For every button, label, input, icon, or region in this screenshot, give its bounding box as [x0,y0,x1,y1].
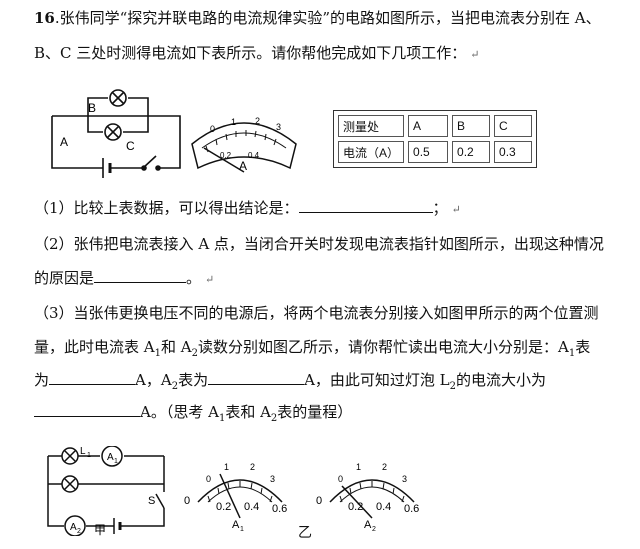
question-number: 16 [34,9,55,27]
a1-tick-0-6: 0.6 [272,503,287,515]
table-cell: A [408,115,449,137]
table-cell: C [494,115,533,137]
answer-blank-4[interactable] [208,370,305,385]
question-3-line1: （3）当张伟更换电压不同的电源后，将两个电流表分别接入如图甲所示的两个位置测 [34,304,599,322]
a2-tick-0-2: 0.2 [348,501,363,513]
a1-top-tick-1: 1 [224,462,229,472]
a1-tick-0-2: 0.2 [216,501,231,513]
label-a1: A [107,452,114,463]
circuit-diagram-top: A B C [51,89,181,178]
answer-blank-2[interactable] [94,268,187,283]
meter-tick-2: 2 [255,116,260,126]
question-2-line2: 的原因是。↵ [34,268,215,287]
label-l1: L [80,446,86,457]
a2-top-tick-1: 1 [356,462,361,472]
label-a2: A [70,522,77,533]
a1-tick-0-4: 0.4 [244,501,259,513]
a2-tick-0: 0 [316,495,322,507]
a1-label: A [232,519,240,531]
ammeter-a1: 0 1 2 3 0 0.2 0.4 0.6 A 1 [184,462,287,532]
label-a1-sub: 1 [114,458,118,465]
figure-caption-yi: 乙 [298,524,312,540]
a2-tick-0-6: 0.6 [404,503,419,515]
meter-unit: A [239,159,247,173]
a1-top-tick-0: 0 [206,474,211,484]
answer-blank-5[interactable] [34,402,140,417]
ammeter-dial-top: 0 1 2 3 0.2 0.4 A [191,116,297,173]
label-jia: 甲 [94,523,106,536]
table-cell: 0.2 [452,141,491,163]
measurement-table: 测量处 A B C 电流（A） 0.5 0.2 0.3 [333,110,538,168]
table-cell: 测量处 [338,115,405,137]
circuit-label-b: B [88,101,96,115]
answer-blank-1[interactable] [298,198,433,213]
label-s: S [148,495,155,507]
table-cell: 电流（A） [338,141,405,163]
a2-top-tick-3: 3 [402,474,407,484]
a1-top-tick-3: 3 [270,474,275,484]
a2-tick-0-4: 0.4 [376,501,391,513]
table-cell: B [452,115,491,137]
a1-label-sub: 1 [240,526,244,532]
label-a2-sub: 2 [77,528,81,535]
a2-top-tick-2: 2 [382,462,387,472]
question-3-line2: 量，此时电流表 A1和 A2读数分别如图乙所示，请你帮忙读出电流大小分别是：A1… [34,338,591,359]
table-row: 测量处 A B C [338,115,533,137]
table-cell: 0.5 [408,141,449,163]
question-intro-line1: 16.张伟同学“探究并联电路的电流规律实验”的电路如图所示，当把电流表分别在 A… [34,9,601,27]
a1-tick-0: 0 [184,495,190,507]
question-intro-line2: B、C 三处时测得电流如下表所示。请你帮他完成如下几项工作：↵ [34,44,480,62]
ammeter-a2: 0 1 2 3 0 0.2 0.4 0.6 A 2 [316,462,419,532]
meter-tick-3: 3 [276,122,281,132]
meter-tick-0-4: 0.4 [248,151,260,160]
a2-top-tick-0: 0 [338,474,343,484]
a2-label: A [364,519,372,531]
circuit-label-c: C [126,139,135,153]
table-row: 电流（A） 0.5 0.2 0.3 [338,141,533,163]
meter-tick-1: 1 [231,117,236,127]
circuit-label-a: A [60,135,68,149]
label-l1-sub: 1 [87,452,91,459]
a1-top-tick-2: 2 [250,462,255,472]
question-1: （1）比较上表数据，可以得出结论是：；↵ [34,198,461,217]
a2-label-sub: 2 [372,526,376,532]
table-cell: 0.3 [494,141,533,163]
answer-blank-3[interactable] [49,370,136,385]
question-3-line4: A。（思考 A1表和 A2表的量程） [34,402,352,429]
circuit-diagram-jia: L 1 A 1 A 2 S 甲 [47,446,165,536]
meter-tick-0: 0 [210,124,215,134]
question-2-line1: （2）张伟把电流表接入 A 点，当闭合开关时发现电流表指针如图所示，出现这种情况 [34,235,604,253]
meter-tick-0-2: 0.2 [220,151,232,160]
